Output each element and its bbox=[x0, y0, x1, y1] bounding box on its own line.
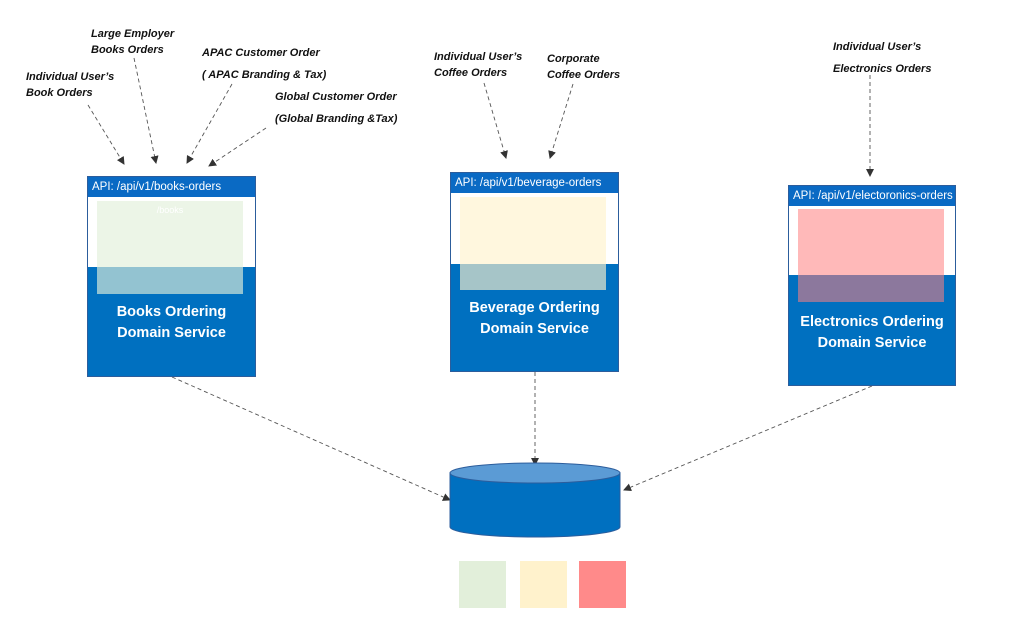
books-data-label: /books bbox=[156, 205, 184, 215]
legend-swatch-electronics bbox=[579, 561, 626, 608]
arrow-books-individual bbox=[87, 104, 125, 165]
books-api-endpoint: API: /api/v1/books-orders bbox=[88, 177, 255, 197]
arrow-beverage-corporate bbox=[548, 83, 574, 159]
caller-books-apac: APAC Customer Order( APAC Branding & Tax… bbox=[202, 47, 327, 81]
arrow-beverage-individual bbox=[483, 82, 508, 159]
database-cylinder bbox=[449, 462, 621, 538]
arrow-books-to-db bbox=[171, 376, 451, 501]
arrow-electronics-to-db bbox=[623, 385, 873, 491]
electronics-ordering-service: API: /api/v1/electoronics-orders Electro… bbox=[788, 185, 956, 386]
arrow-books-apac bbox=[186, 83, 233, 164]
beverage-data-store bbox=[460, 197, 606, 290]
electronics-api-endpoint: API: /api/v1/electoronics-orders bbox=[789, 186, 955, 206]
books-data-store: /books bbox=[97, 201, 243, 294]
legend-swatch-books bbox=[459, 561, 506, 608]
arrow-books-large-employer bbox=[133, 57, 159, 164]
beverage-ordering-service: API: /api/v1/beverage-orders Beverage Or… bbox=[450, 172, 619, 372]
arrow-books-global bbox=[208, 127, 267, 167]
electronics-data-store bbox=[798, 209, 944, 302]
caller-books-global: Global Customer Order(Global Branding &T… bbox=[275, 91, 398, 125]
books-ordering-service: API: /api/v1/books-orders /books Books O… bbox=[87, 176, 256, 377]
legend-swatch-beverage bbox=[520, 561, 567, 608]
beverage-api-endpoint: API: /api/v1/beverage-orders bbox=[451, 173, 618, 193]
